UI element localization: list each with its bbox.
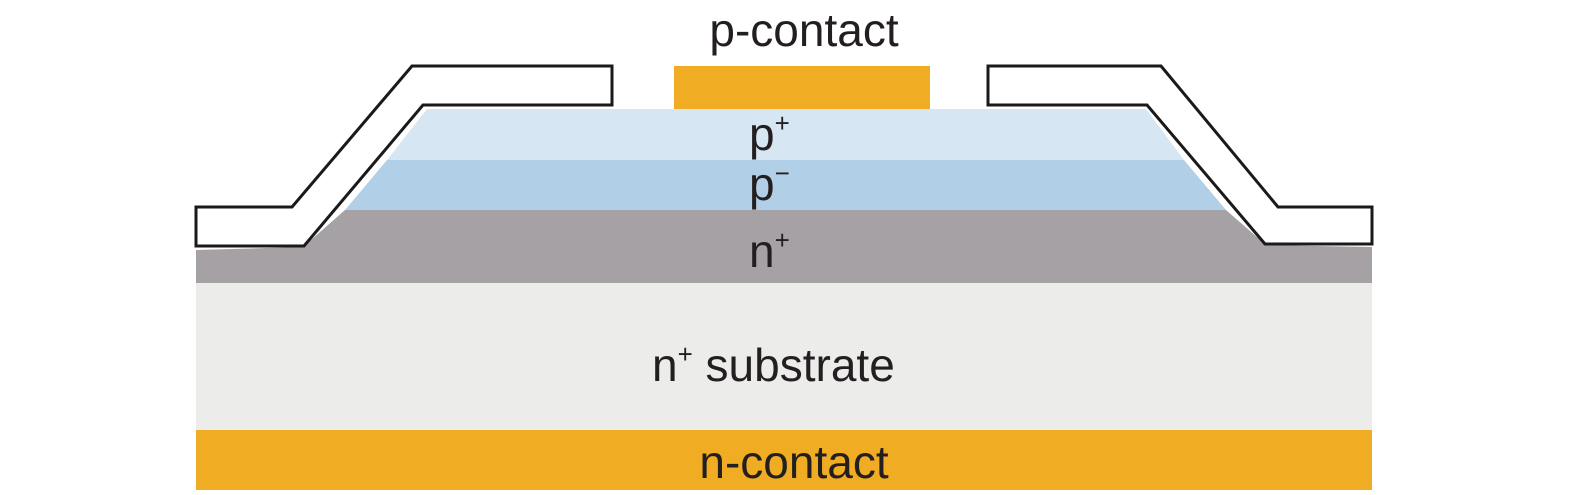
p-plus-label-sup: + [775, 108, 790, 138]
passivation-left [194, 64, 614, 248]
substrate-label-sup: + [678, 339, 693, 369]
n-plus-layer [196, 210, 1372, 283]
n-plus-label-base: n [749, 225, 775, 277]
substrate-label: n+ substrate [652, 339, 895, 391]
p-plus-label-base: p [749, 108, 775, 160]
n-contact-layer [196, 430, 1372, 490]
n-contact-label: n-contact [699, 436, 888, 488]
p-contact-label: p-contact [709, 4, 898, 56]
p-minus-label-base: p [749, 158, 775, 210]
passivation-right [986, 64, 1374, 246]
p-minus-layer [345, 160, 1226, 210]
p-contact-layer [674, 66, 930, 109]
p-minus-label: p− [749, 158, 790, 210]
n-plus-label: n+ [749, 225, 790, 277]
p-plus-label: p+ [749, 108, 790, 160]
n-plus-label-sup: + [775, 225, 790, 255]
p-minus-label-sup: − [775, 158, 790, 188]
substrate-label-base: n [652, 339, 678, 391]
substrate-label-rest: substrate [693, 339, 895, 391]
substrate-layer [196, 283, 1372, 430]
p-plus-layer [387, 109, 1184, 160]
